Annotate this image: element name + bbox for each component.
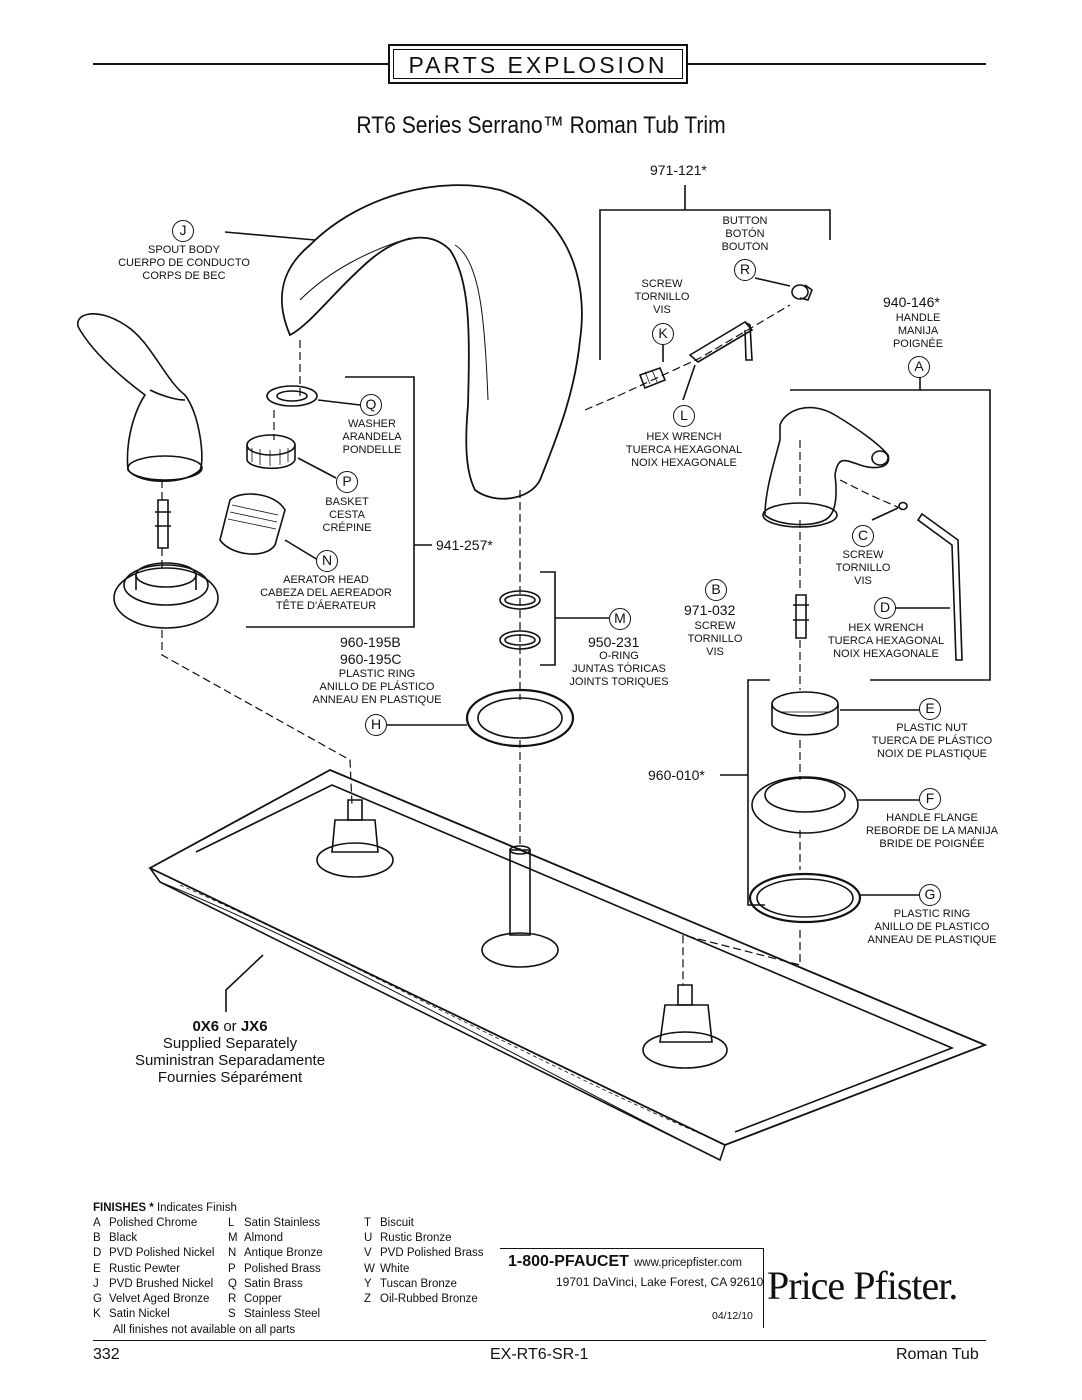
- left-valve: [316, 799, 394, 878]
- address: 19701 DaVinci, Lake Forest, CA 92610: [556, 1275, 764, 1289]
- callout-n: N: [316, 550, 338, 572]
- callout-q: Q: [360, 394, 382, 416]
- callout-g: G: [919, 884, 941, 906]
- part-number-960-010: 960-010*: [648, 767, 705, 783]
- right-valve: [642, 984, 728, 1069]
- product-category: Roman Tub: [896, 1346, 979, 1363]
- deck-plate: [148, 769, 988, 1162]
- part-number-960-195b: 960-195B: [340, 634, 401, 650]
- website: www.pricepfister.com: [634, 1257, 743, 1269]
- callout-e: E: [919, 698, 941, 720]
- part-number-940-146: 940-146*: [883, 294, 940, 310]
- callout-m: M: [609, 608, 631, 630]
- page-title: RT6 Series Serrano™ Roman Tub Trim: [356, 112, 726, 139]
- callout-p: P: [336, 471, 358, 493]
- callout-f: F: [919, 788, 941, 810]
- part-number-960-195c: 960-195C: [340, 651, 402, 667]
- header-rule-right: [688, 63, 986, 65]
- section-header: PARTS EXPLOSION: [408, 52, 668, 78]
- revision-date: 04/12/10: [712, 1310, 753, 1322]
- header-rule-left: [93, 63, 388, 65]
- callout-r: R: [734, 259, 756, 281]
- supplied-separately-note: 0X6 or JX6 Supplied Separately Suministr…: [134, 1018, 326, 1086]
- right-handle: [762, 406, 890, 528]
- page-number: 332: [93, 1346, 120, 1363]
- part-number-950-231: 950-231: [588, 634, 640, 650]
- left-handle: [77, 313, 203, 483]
- callout-h: H: [365, 714, 387, 736]
- part-number-971-032: 971-032: [684, 602, 736, 618]
- callout-l: L: [673, 405, 695, 427]
- contact-box: [500, 1248, 764, 1328]
- finishes-note: All finishes not available on all parts: [113, 1324, 296, 1336]
- callout-j: J: [172, 220, 194, 242]
- callout-d: D: [874, 597, 896, 619]
- spout-body: [280, 184, 583, 500]
- part-number-941-257: 941-257*: [436, 537, 493, 553]
- document-id: EX-RT6-SR-1: [490, 1346, 589, 1363]
- callout-b: B: [705, 579, 727, 601]
- footer-rule: [93, 1340, 986, 1341]
- phone-number: 1-800-PFAUCET: [508, 1253, 629, 1270]
- callout-a: A: [908, 356, 930, 378]
- callout-k: K: [652, 323, 674, 345]
- callout-c: C: [852, 525, 874, 547]
- brand-logo: Price Pfister.: [767, 1263, 958, 1308]
- finishes-title: FINISHES * Indicates Finish: [93, 1202, 237, 1214]
- section-header-box: PARTS EXPLOSION: [388, 44, 688, 84]
- part-number-971-121: 971-121*: [650, 162, 707, 178]
